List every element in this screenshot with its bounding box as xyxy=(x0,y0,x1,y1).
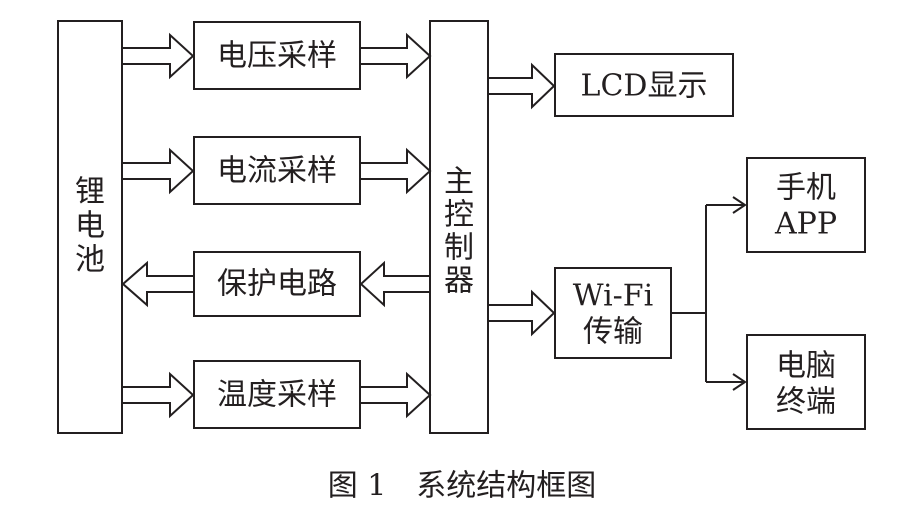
lcd-display-label: LCD显示 xyxy=(581,69,708,104)
temperature-sampling-label: 温度采样 xyxy=(217,378,337,413)
wifi-block: Wi-Fi 传输 xyxy=(554,267,672,359)
battery-label-2: 电 xyxy=(75,209,105,244)
pc-terminal-label-2: 终端 xyxy=(776,385,836,420)
temperature-sampling-block: 温度采样 xyxy=(193,360,361,429)
arrow-protection-to-battery xyxy=(121,260,195,308)
phone-app-label-2: APP xyxy=(774,207,837,242)
arrow-battery-to-current xyxy=(121,147,195,195)
voltage-sampling-label: 电压采样 xyxy=(217,39,337,74)
phone-app-block: 手机 APP xyxy=(746,157,866,253)
arrowhead-to-phone xyxy=(732,196,747,214)
controller-label-1: 主 xyxy=(444,165,474,200)
pc-terminal-block: 电脑 终端 xyxy=(746,334,866,430)
wifi-label-1: Wi-Fi xyxy=(573,279,653,314)
arrow-voltage-to-controller xyxy=(359,32,432,80)
battery-label-3: 池 xyxy=(75,243,105,278)
arrow-controller-to-protection xyxy=(359,260,431,308)
controller-block: 主 控 制 器 xyxy=(429,20,489,434)
controller-label-4: 器 xyxy=(444,264,474,299)
arrow-battery-to-temperature xyxy=(121,371,195,419)
arrow-controller-to-wifi xyxy=(487,289,556,337)
arrow-battery-to-voltage xyxy=(121,32,195,80)
figure-caption: 图 1 系统结构框图 xyxy=(328,469,597,504)
arrow-controller-to-lcd xyxy=(487,62,556,110)
wifi-branch-connector xyxy=(671,204,745,383)
controller-label-2: 控 xyxy=(444,198,474,233)
current-sampling-label: 电流采样 xyxy=(217,154,337,189)
pc-terminal-label-1: 电脑 xyxy=(776,349,836,384)
wifi-label-2: 传输 xyxy=(583,315,643,350)
current-sampling-block: 电流采样 xyxy=(193,136,361,205)
phone-app-label-1: 手机 xyxy=(776,171,836,206)
protection-circuit-block: 保护电路 xyxy=(193,251,361,317)
arrow-temperature-to-controller xyxy=(359,371,432,419)
controller-label-3: 制 xyxy=(444,231,474,266)
arrow-current-to-controller xyxy=(359,147,432,195)
battery-block: 锂 电 池 xyxy=(57,20,123,434)
battery-label-1: 锂 xyxy=(75,175,105,210)
protection-circuit-label: 保护电路 xyxy=(217,267,337,302)
arrowhead-to-pc xyxy=(732,373,747,391)
lcd-display-block: LCD显示 xyxy=(554,53,734,117)
voltage-sampling-block: 电压采样 xyxy=(193,21,361,90)
